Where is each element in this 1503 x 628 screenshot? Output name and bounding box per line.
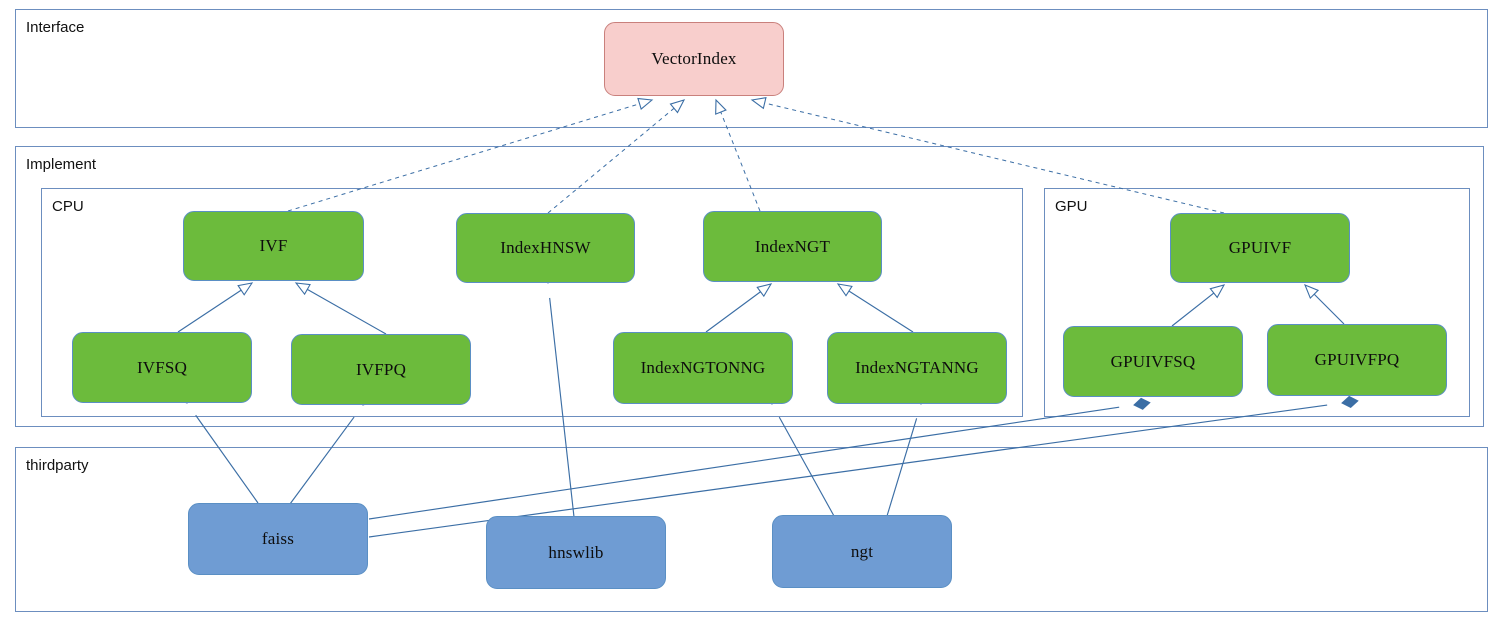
class-node-label: IndexNGTANNG (855, 358, 979, 377)
group-gpu-label: GPU (1055, 198, 1088, 215)
class-node-label: IndexNGTONNG (640, 358, 766, 377)
class-node-label: IVFPQ (355, 359, 407, 379)
class-node-label: IndexNGT (754, 236, 831, 256)
group-thirdparty-label-text: thirdparty (26, 457, 89, 474)
class-node-label: IVFSQ (136, 357, 188, 377)
class-node-vectorindex[interactable]: VectorIndex (604, 22, 784, 96)
class-node-label: faiss (261, 529, 295, 548)
class-node-indexngtanng[interactable]: IndexNGTANNG (827, 332, 1007, 404)
class-node-label: ngt (850, 541, 874, 561)
class-node-gpuivfsq[interactable]: GPUIVFSQ (1063, 326, 1243, 397)
class-node-indexngtonng[interactable]: IndexNGTONNG (613, 332, 793, 404)
class-node-label: GPUIVFSQ (1110, 351, 1196, 371)
class-node-label: IVF (259, 236, 288, 255)
group-interface-label: Interface (26, 19, 85, 36)
class-node-indexhnsw[interactable]: IndexHNSW (456, 213, 635, 283)
class-node-label: GPUIVFPQ (1314, 350, 1400, 369)
class-node-faiss[interactable]: faiss (188, 503, 368, 575)
class-node-label: GPUIVF (1228, 238, 1292, 257)
group-implement-label: Implement (26, 156, 97, 173)
class-node-ivfsq[interactable]: IVFSQ (72, 332, 252, 403)
class-node-gpuivf[interactable]: GPUIVF (1170, 213, 1350, 283)
spellcheck-squiggle-icon (26, 473, 89, 478)
group-thirdparty-label: thirdparty (26, 458, 89, 473)
class-node-ivfpq[interactable]: IVFPQ (291, 334, 471, 405)
class-node-gpuivfpq[interactable]: GPUIVFPQ (1267, 324, 1447, 396)
class-node-label: IndexHNSW (500, 238, 591, 257)
class-node-indexngt[interactable]: IndexNGT (703, 211, 882, 282)
class-node-hnswlib[interactable]: hnswlib (486, 516, 666, 589)
class-node-ngt[interactable]: ngt (772, 515, 952, 588)
class-node-ivf[interactable]: IVF (183, 211, 364, 281)
class-node-label: VectorIndex (651, 49, 737, 68)
class-node-label: hnswlib (548, 542, 604, 562)
group-cpu-label: CPU (52, 198, 84, 215)
